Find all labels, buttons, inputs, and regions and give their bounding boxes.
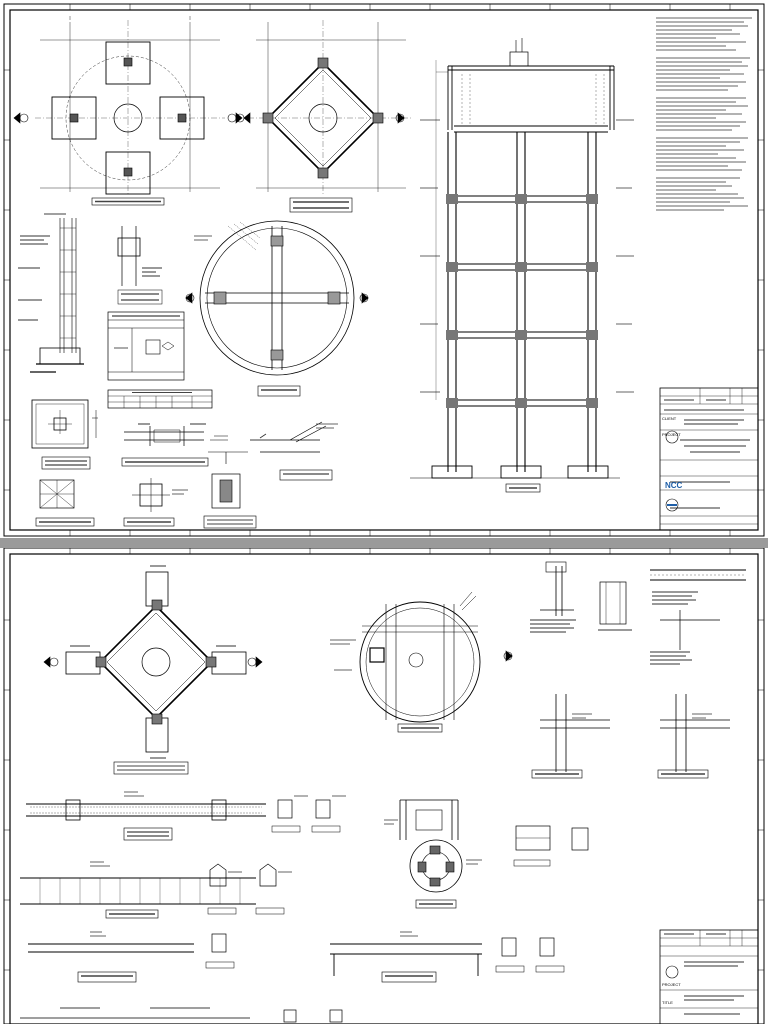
sheet-2-title-label: TITLE	[662, 1000, 673, 1005]
column-bracket-sections	[531, 694, 730, 779]
sheet-2	[3, 547, 765, 1025]
sheet-2-project-label: PROJECT	[662, 982, 681, 987]
general-notes	[656, 17, 752, 211]
footing-plan-detail	[31, 399, 98, 470]
plan-of-tie-beam	[43, 565, 263, 775]
junction-detail	[117, 226, 163, 305]
beam-elevations	[20, 791, 482, 1019]
title-block-labels: CLIENT PROJECT NCC PROJECT TITLE	[662, 416, 683, 1005]
manhole-details	[384, 799, 589, 909]
plan-of-footings	[13, 16, 243, 206]
footing-schedule-table	[107, 389, 213, 409]
sheet-2-zone-ticks	[4, 548, 764, 971]
typical-beam-detail	[121, 423, 209, 467]
sheet-1-title-block	[659, 387, 759, 531]
sheet-1-client-label: CLIENT	[662, 416, 677, 421]
column-reinforcement-detail	[18, 213, 84, 373]
schedule-table	[107, 311, 185, 381]
sheet-1-logo-text: NCC	[665, 481, 683, 490]
ladder-and-railing-details	[530, 561, 746, 665]
sheet-1	[3, 3, 765, 537]
sheet-1-project-label: PROJECT	[662, 432, 681, 437]
sheet-1-outer-border	[3, 3, 765, 537]
plan-of-top-slab	[330, 591, 513, 733]
sheet-2-title-block	[659, 929, 759, 1025]
sheet-separator	[0, 538, 768, 548]
sheet-2-inner-border	[9, 553, 759, 1025]
beam-cross-sections	[205, 795, 565, 1023]
plan-of-ring-beam	[185, 220, 369, 397]
plan-of-bracing-beam	[235, 20, 413, 213]
cover-slab-details	[203, 421, 338, 529]
sheet-1-inner-border	[9, 9, 759, 531]
sheet-2-outer-border	[3, 547, 765, 1025]
typical-details-bottom	[35, 478, 188, 527]
sheet-1-zone-ticks	[4, 4, 764, 536]
tank-elevation	[410, 38, 634, 493]
